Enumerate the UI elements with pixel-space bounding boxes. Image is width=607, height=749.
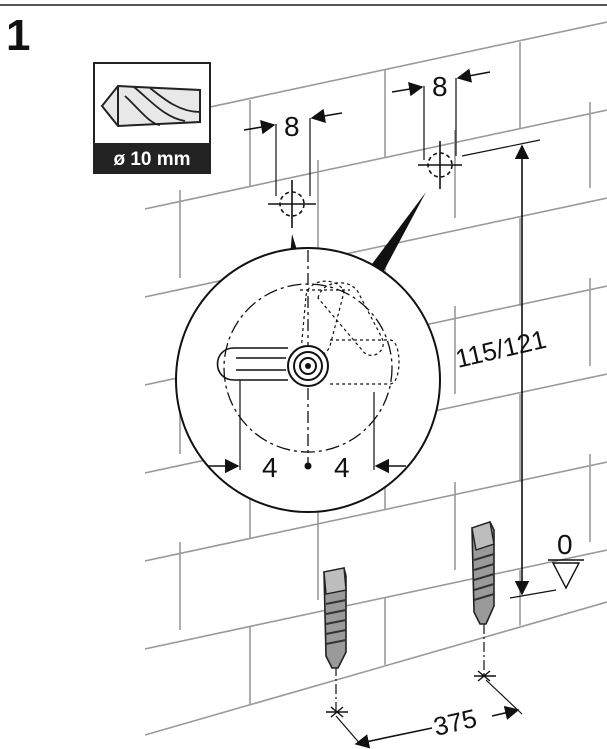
- height-dimension: [461, 139, 557, 599]
- dimension-zero: 0: [557, 529, 573, 560]
- wall-anchor-right: [471, 521, 496, 682]
- dimension-bracket-offset-right: 4: [334, 452, 350, 483]
- floor-line: [144, 601, 607, 736]
- drill-size-label: ø 10 mm: [113, 149, 190, 170]
- anchor-spacing-dimension: [335, 679, 523, 749]
- dimension-anchor-spacing: 375: [431, 703, 480, 742]
- drill-bit-box: ø 10 mm: [93, 62, 211, 174]
- wall-anchor-left: [323, 567, 348, 718]
- step-number: 1: [6, 11, 30, 60]
- zero-level-marker: [548, 559, 584, 590]
- detail-circle: [175, 247, 441, 513]
- callout-pointer-right: [366, 192, 426, 278]
- dimension-bracket-offset-left: 4: [262, 452, 278, 483]
- left-hole-marker: [243, 108, 343, 228]
- dimension-height: 115/121: [453, 324, 549, 374]
- right-hole-marker: [391, 68, 491, 189]
- drill-bit-icon: [100, 84, 201, 128]
- dimension-hole-spacing-left: 8: [284, 111, 300, 142]
- dimension-hole-spacing-right: 8: [432, 71, 448, 102]
